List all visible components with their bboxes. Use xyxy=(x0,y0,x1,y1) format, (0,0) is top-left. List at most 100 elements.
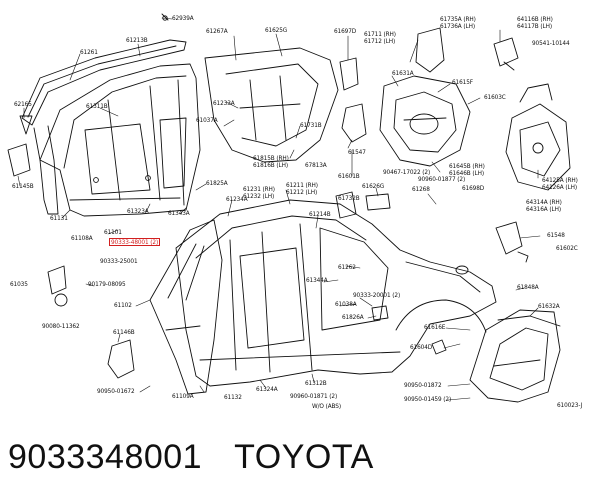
part-label-61826a: 61826A xyxy=(342,313,364,321)
part-label-61323a: 61323A xyxy=(127,207,149,215)
note-without-abs: W/O (ABS) xyxy=(312,402,341,410)
part-label-61312b: 61312B xyxy=(305,379,327,387)
rear-wheelhouse-part xyxy=(379,75,471,167)
part-label-64126a: 64126A (LH) xyxy=(542,183,577,191)
part-label-90541: 90541-10144 xyxy=(532,39,570,47)
part-label-61631a: 61631A xyxy=(392,69,414,77)
part-label-61735a-61736a: 61735A (RH) 61736A (LH) xyxy=(440,16,476,30)
part-label-64116b-64117b: 64116B (RH) 64117B (LH) xyxy=(517,16,553,30)
caption-brand: TOYOTA xyxy=(234,438,374,476)
part-label-90333b: 90333-20001 (2) xyxy=(353,291,401,299)
part-label-90467: 90467-17022 (2) xyxy=(383,168,431,176)
leader-lines xyxy=(17,17,541,401)
part-label-90960a: 90960-01877 (2) xyxy=(418,175,466,183)
part-label-61131: 61131 xyxy=(50,214,68,222)
small-left-parts xyxy=(7,13,169,379)
part-label-90960b: 90960-01871 (2) xyxy=(290,392,338,400)
part-label-61601b: 61601B xyxy=(338,172,360,180)
roof-side-inner-part xyxy=(204,47,339,163)
part-label-64125a: 64125A (RH) xyxy=(542,176,578,184)
part-label-90333a: 90333-25001 xyxy=(100,257,138,265)
part-label-61736a: 61736A (LH) xyxy=(440,22,475,30)
part-label-61232: 61232 (LH) xyxy=(243,192,275,200)
part-label-61038a: 61038A xyxy=(335,300,357,308)
part-label-61344a: 61344A xyxy=(306,276,328,284)
small-brackets-part xyxy=(339,27,519,143)
part-label-64116b: 64116B (RH) xyxy=(517,15,553,23)
part-label-61732b: 61732B xyxy=(338,194,360,202)
part-label-90950a: 90950-01672 xyxy=(97,387,135,395)
part-label-61101: 61101 xyxy=(104,228,122,236)
part-label-61632a: 61632A xyxy=(538,302,560,310)
part-label-61645b: 61645B (RH) xyxy=(449,162,485,170)
diagram-id-label: 610023-J xyxy=(557,401,583,409)
part-label-61267a: 61267A xyxy=(206,27,228,35)
exploded-body-panel-drawing xyxy=(7,13,571,403)
part-label-61231-61232: 61231 (RH) 61232 (LH) xyxy=(243,186,275,200)
part-label-61261: 61261 xyxy=(80,48,98,56)
rear-wheelhouse-lower-part xyxy=(469,309,561,403)
part-label-61214b: 61214B xyxy=(309,210,331,218)
part-label-64314a: 64314A (RH) xyxy=(526,198,562,206)
part-label-61233a: 61233A xyxy=(213,99,235,107)
part-label-61343a: 61343A xyxy=(168,209,190,217)
part-label-61102: 61102 xyxy=(114,301,132,309)
part-label-61268: 61268 xyxy=(412,185,430,193)
part-label-64125a-64126a: 64125A (RH) 64126A (LH) xyxy=(542,177,578,191)
part-label-61324a: 61324A xyxy=(256,385,278,393)
part-label-61815b: 61815B (RH) xyxy=(253,154,289,162)
part-label-61825a: 61825A xyxy=(206,179,228,187)
part-label-61711: 61711 (RH) xyxy=(364,30,396,38)
part-label-61211-61212: 61211 (RH) 61212 (LH) xyxy=(286,182,318,196)
part-label-61602c: 61602C xyxy=(556,244,578,252)
front-pillar-inner-part xyxy=(149,219,223,395)
part-label-61547: 61547 xyxy=(348,148,366,156)
part-label-62165: 62165 xyxy=(14,100,32,108)
part-label-61603c: 61603C xyxy=(484,93,506,101)
part-label-64316a: 64316A (LH) xyxy=(526,205,561,213)
front-body-side-part xyxy=(39,63,201,217)
part-label-62939a: 62939A xyxy=(172,14,194,22)
part-label-61311b: 61311B xyxy=(86,102,108,110)
part-label-61711-61712: 61711 (RH) 61712 (LH) xyxy=(364,31,396,45)
part-label-61735a: 61735A (RH) xyxy=(440,15,476,23)
part-label-61212: 61212 (LH) xyxy=(286,188,318,196)
part-label-61848a: 61848A xyxy=(517,283,539,291)
part-label-61625g: 61625G xyxy=(265,26,288,34)
part-label-61626g: 61626G xyxy=(362,182,385,190)
part-label-90080: 90080-11362 xyxy=(42,322,80,330)
part-label-61731b: 61731B xyxy=(300,121,322,129)
part-label-61712: 61712 (LH) xyxy=(364,37,396,45)
part-label-90950b: 90950-01872 xyxy=(404,381,442,389)
part-label-61035: 61035 xyxy=(10,280,28,288)
part-label-61037a: 61037A xyxy=(196,116,218,124)
part-label-61698d: 61698D xyxy=(462,184,485,192)
part-label-61816b: 61816B (LH) xyxy=(253,161,288,169)
part-label-61211: 61211 (RH) xyxy=(286,181,318,189)
part-label-64117b: 64117B (LH) xyxy=(517,22,552,30)
part-label-61109a: 61109A xyxy=(172,392,194,400)
part-label-64314a-64316a: 64314A (RH) 64316A (LH) xyxy=(526,199,562,213)
part-label-61815b-61816b: 61815B (RH) 61816B (LH) xyxy=(253,155,289,169)
highlighted-part-label[interactable]: 90333-48001 (2) xyxy=(109,238,161,246)
part-label-61231: 61231 (RH) xyxy=(243,185,275,193)
part-label-61132: 61132 xyxy=(224,393,242,401)
part-label-61616e: 61616E xyxy=(424,323,446,331)
part-label-61615f: 61615F xyxy=(452,78,473,86)
part-label-61604d: 61604D xyxy=(410,343,433,351)
part-label-61234a: 61234A xyxy=(226,195,248,203)
part-label-61645b-61646b: 61645B (RH) 61646B (LH) xyxy=(449,163,485,177)
part-label-61108a: 61108A xyxy=(71,234,93,242)
part-label-90950c: 90950-01459 (2) xyxy=(404,395,452,403)
part-label-61646b: 61646B (LH) xyxy=(449,169,484,177)
rear-bracket-part xyxy=(505,83,571,191)
part-label-67813a: 67813A xyxy=(305,161,327,169)
part-label-61146b: 61146B xyxy=(113,328,135,336)
part-label-61145b: 61145B xyxy=(12,182,34,190)
part-label-61262: 61262 xyxy=(338,263,356,271)
part-label-61697d: 61697D xyxy=(334,27,357,35)
part-label-61548: 61548 xyxy=(547,231,565,239)
body-side-outer-part xyxy=(175,199,497,387)
